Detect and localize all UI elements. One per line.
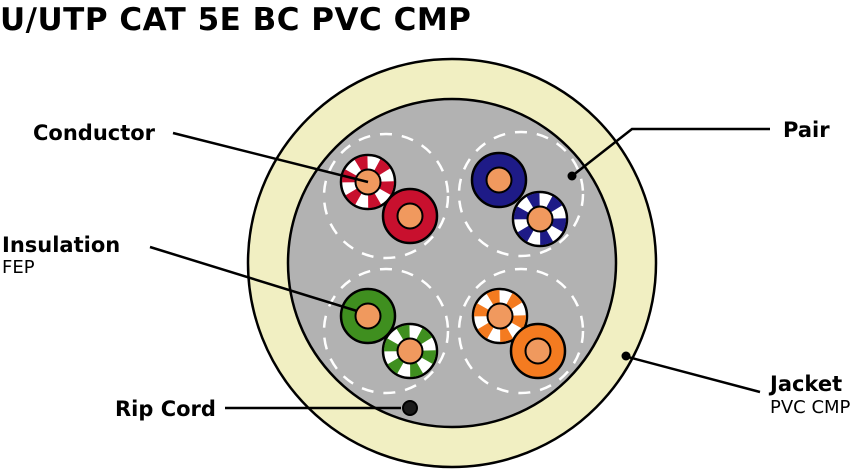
wire-orange-striped: [471, 287, 529, 345]
insulation-label: Insulation: [2, 233, 120, 257]
wire-conductor: [396, 202, 424, 230]
rip-cord-label: Rip Cord: [115, 397, 216, 421]
pair-circle-green: [322, 267, 450, 395]
insulation-material-label: FEP: [2, 257, 35, 278]
wire-conductor: [486, 302, 514, 330]
wire-blue-solid: [470, 151, 528, 209]
wire-conductor: [526, 205, 554, 233]
wire-conductor: [354, 302, 382, 330]
wire-blue-striped: [511, 190, 569, 248]
wire-red-solid: [381, 187, 439, 245]
wire-stripe-ring: [474, 290, 526, 342]
jacket-label: Jacket: [768, 372, 842, 396]
rip-cord-dot: [402, 400, 418, 416]
wire-conductor: [396, 337, 424, 365]
cable-core: [286, 97, 618, 429]
pair-leader-line: [571, 127, 770, 177]
pair-leader-dot: [567, 171, 577, 181]
jacket-leader-dot: [621, 351, 631, 361]
wire-conductor: [524, 337, 552, 365]
jacket-material-label: PVC CMP: [770, 397, 851, 418]
pair-circle-orange: [457, 267, 585, 395]
pair-circle-red: [322, 132, 450, 260]
jacket-leader-line: [627, 355, 761, 394]
wire-green-solid: [339, 287, 397, 345]
conductor-leader-line: [172, 131, 369, 184]
pair-label: Pair: [783, 118, 830, 142]
insulation-leader-line: [149, 245, 358, 313]
wire-green-striped: [381, 322, 439, 380]
wire-stripe-ring: [384, 325, 436, 377]
pair-circle-blue: [457, 130, 585, 258]
wire-orange-solid: [509, 322, 567, 380]
conductor-label: Conductor: [33, 121, 156, 145]
wire-stripe-ring: [342, 156, 394, 208]
diagram-title: U/UTP CAT 5E BC PVC CMP: [0, 2, 471, 38]
pair-boundaries: [322, 130, 585, 395]
wire-conductor: [485, 166, 513, 194]
wire-stripe-ring: [514, 193, 566, 245]
